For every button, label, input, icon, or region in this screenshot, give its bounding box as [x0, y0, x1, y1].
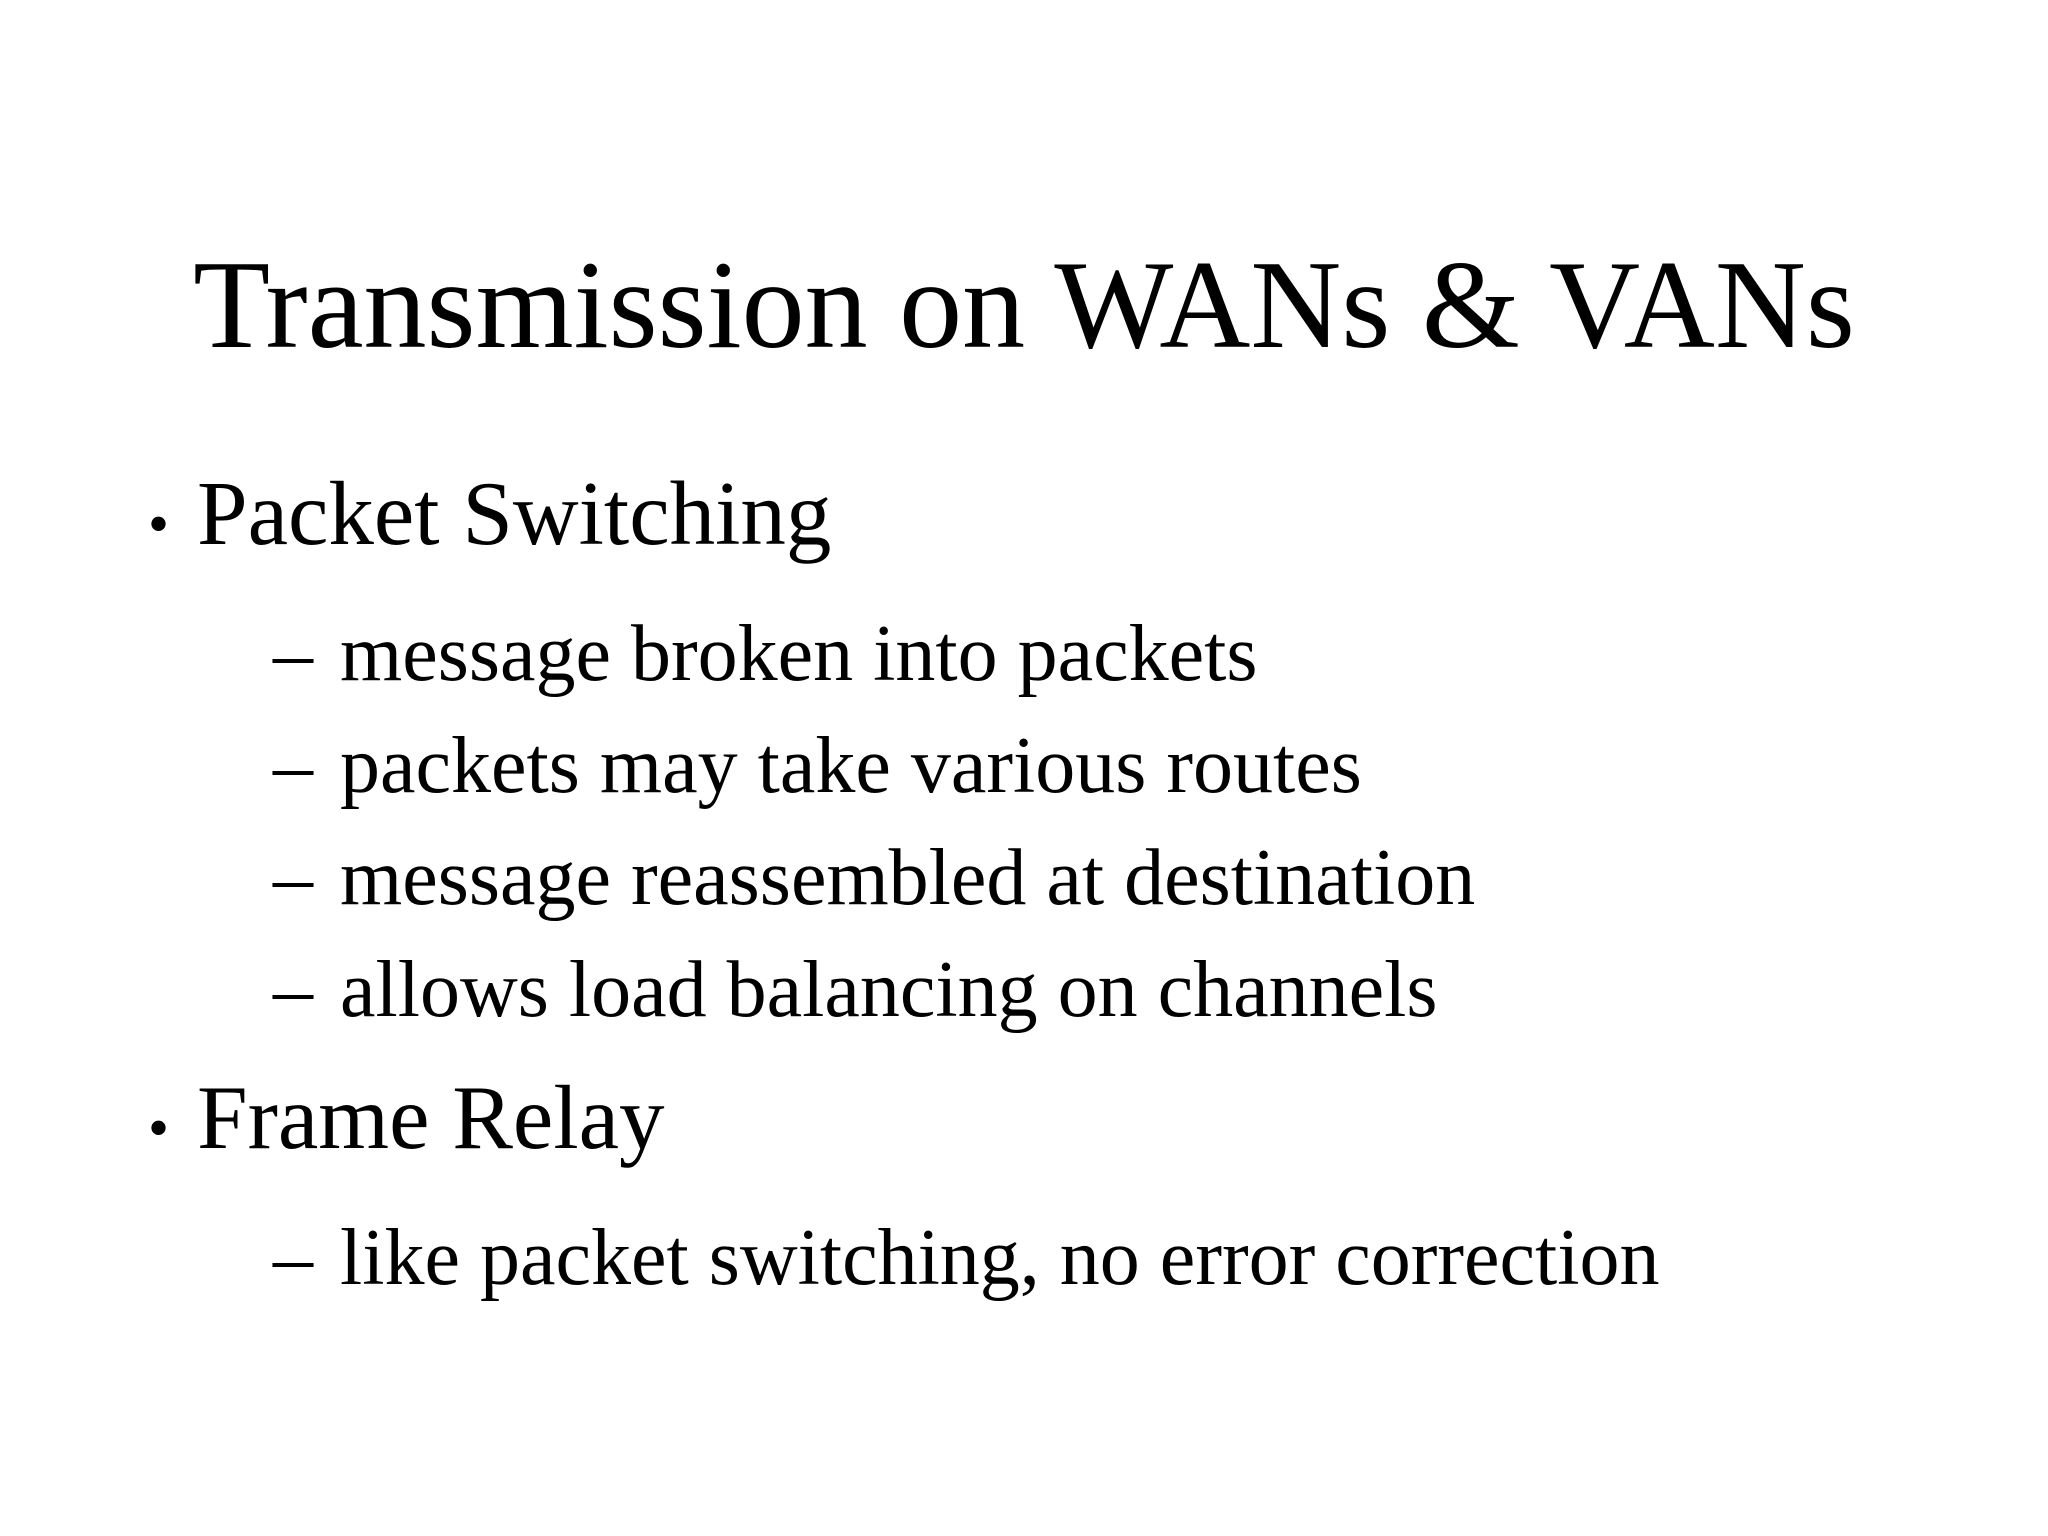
slide-title: Transmission on WANs & VANs	[193, 236, 1855, 376]
dash-icon: –	[273, 610, 313, 698]
bullet-icon: •	[148, 491, 170, 557]
sub-bullet-group: – like packet switching, no error correc…	[148, 1202, 1968, 1314]
bullet-label: Packet Switching	[197, 463, 832, 564]
sub-bullet-text: message broken into packets	[340, 610, 1258, 698]
sub-bullet-text: packets may take various routes	[340, 722, 1362, 810]
slide-body: • Packet Switching – message broken into…	[148, 452, 1968, 1324]
bullet-icon: •	[148, 1095, 170, 1161]
bullet-label: Frame Relay	[197, 1067, 665, 1168]
dash-icon: –	[273, 834, 313, 922]
bullet-item: • Frame Relay	[148, 1056, 1968, 1190]
sub-bullet-item: – message reassembled at destination	[273, 822, 1968, 934]
sub-bullet-text: allows load balancing on channels	[340, 946, 1438, 1034]
sub-bullet-item: – allows load balancing on channels	[273, 934, 1968, 1046]
sub-bullet-item: – message broken into packets	[273, 598, 1968, 710]
sub-bullet-text: like packet switching, no error correcti…	[340, 1214, 1660, 1302]
sub-bullet-item: – like packet switching, no error correc…	[273, 1202, 1968, 1314]
sub-bullet-text: message reassembled at destination	[340, 834, 1476, 922]
dash-icon: –	[273, 1214, 313, 1302]
dash-icon: –	[273, 722, 313, 810]
sub-bullet-group: – message broken into packets – packets …	[148, 598, 1968, 1046]
sub-bullet-item: – packets may take various routes	[273, 710, 1968, 822]
bullet-item: • Packet Switching	[148, 452, 1968, 586]
dash-icon: –	[273, 946, 313, 1034]
